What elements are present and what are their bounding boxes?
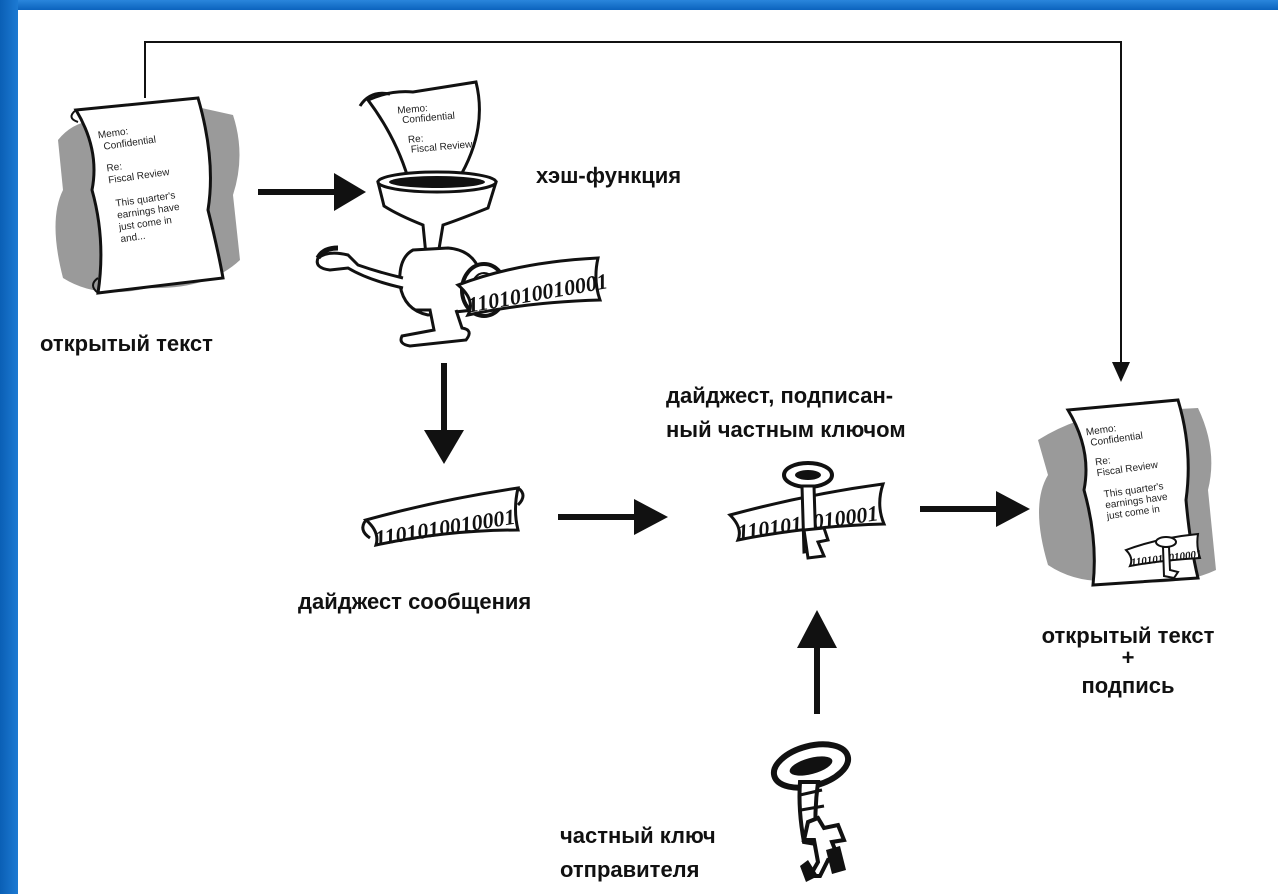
digest-label: дайджест сообщения bbox=[298, 589, 532, 614]
arrow-to-result bbox=[920, 491, 1030, 527]
private-key-label-line2: отправителя bbox=[560, 857, 700, 882]
result-label-line3: подпись bbox=[1081, 673, 1175, 698]
svg-text:Memo:: Memo: bbox=[97, 126, 129, 141]
arrow-to-signing bbox=[558, 499, 668, 535]
left-border bbox=[0, 0, 18, 894]
signed-digest-label-line1: дайджест, подписан- bbox=[666, 383, 894, 408]
diagram-svg: Memo: Confidential Re: Fiscal Review Thi… bbox=[55, 41, 1216, 882]
document-icon: Memo: Confidential Re: Fiscal Review Thi… bbox=[55, 96, 240, 295]
svg-text:Re:: Re: bbox=[408, 134, 424, 146]
top-border bbox=[0, 0, 1278, 10]
svg-text:Re:: Re: bbox=[1095, 455, 1112, 468]
svg-text:Memo:: Memo: bbox=[1085, 423, 1117, 438]
svg-text:Memo:: Memo: bbox=[397, 103, 428, 117]
svg-text:Confidential: Confidential bbox=[402, 111, 456, 127]
private-key-label-line1: частный ключ bbox=[560, 823, 716, 848]
svg-text:Re:: Re: bbox=[106, 161, 123, 174]
arrow-from-key bbox=[797, 610, 837, 714]
signed-digest-icon: 1101010010001 bbox=[727, 461, 887, 560]
bypass-connector bbox=[144, 41, 1122, 372]
bypass-arrowhead bbox=[1112, 362, 1130, 382]
svg-text:Fiscal Review: Fiscal Review bbox=[410, 139, 473, 155]
arrow-to-digest bbox=[424, 363, 464, 464]
diagram-canvas: Memo: Confidential Re: Fiscal Review Thi… bbox=[18, 10, 1278, 894]
digest-ribbon-icon: 1101010010001 bbox=[361, 486, 525, 551]
signed-digest-label-line2: ный частным ключом bbox=[666, 417, 906, 442]
key-icon bbox=[770, 741, 852, 882]
plaintext-label: открытый текст bbox=[40, 331, 213, 356]
arrow-to-hash bbox=[258, 173, 366, 211]
svg-text:and...: and... bbox=[120, 231, 146, 245]
result-label-line1: открытый текст bbox=[1041, 623, 1215, 648]
result-label-line2: + bbox=[1121, 645, 1135, 670]
hash-function-label: хэш-функция bbox=[536, 163, 682, 188]
signed-document-icon: Memo: Confidential Re: Fiscal Review Thi… bbox=[1038, 398, 1216, 587]
meat-grinder-icon: Memo: Confidential Re: Fiscal Review bbox=[315, 80, 610, 348]
